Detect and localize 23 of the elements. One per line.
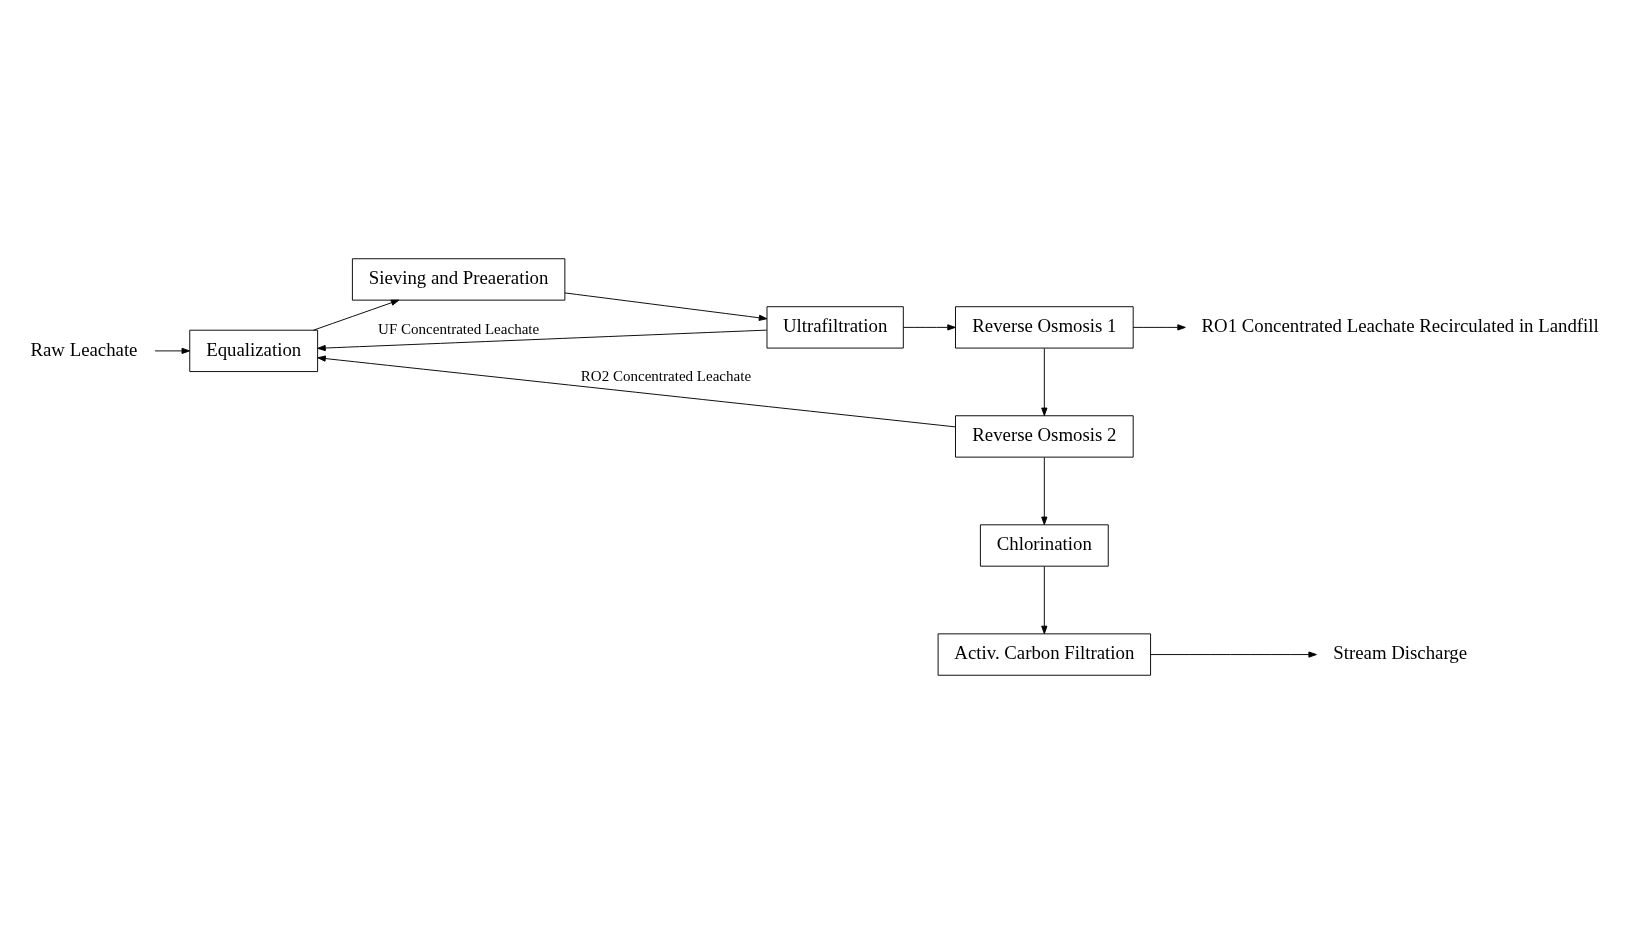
node-text: Stream Discharge [1333,641,1468,663]
node-box: Chlorination [979,523,1109,567]
node-box: Reverse Osmosis 1 [955,305,1134,349]
node-box: Activ. Carbon Filtration [937,632,1152,676]
arrow [1041,456,1048,525]
node-text: RO1 Concentrated Leachate Recirculated in Landfill [1201,314,1599,336]
arrow [317,329,768,351]
edge-label: UF Concentrated Leachate [378,320,540,337]
node-box: Sieving and Preaeration [351,257,566,301]
node-text: Raw Leachate [30,338,138,360]
arrow [317,354,956,427]
arrow [1132,323,1186,330]
node-box: Equalization [189,329,319,372]
node-box: Ultrafiltration [766,305,904,349]
node-box: Reverse Osmosis 2 [955,414,1134,458]
edge-label: RO2 Concentrated Leachate [580,367,752,384]
arrow [1041,565,1048,634]
arrow [313,299,400,331]
arrow [154,347,190,354]
arrow [564,291,768,321]
arrow [1041,347,1048,416]
arrow [1150,650,1317,658]
arrow [902,323,956,330]
